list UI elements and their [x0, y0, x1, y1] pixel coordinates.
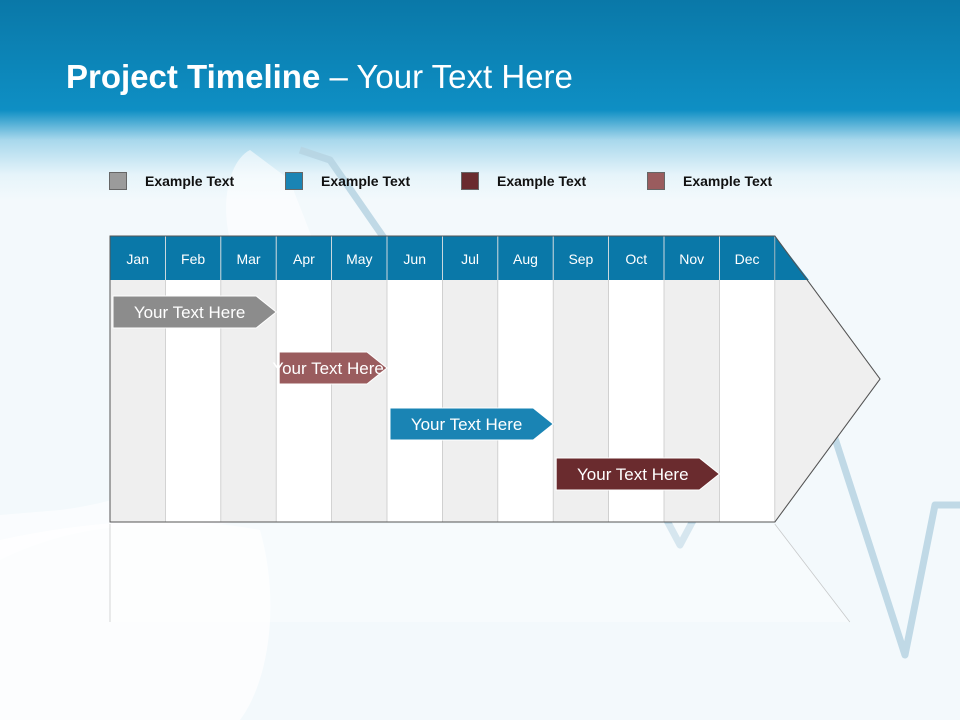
month-label: Aug — [513, 251, 538, 267]
month-header-cell — [165, 236, 221, 280]
task-label: Your Text Here — [577, 465, 689, 484]
month-header-cell — [220, 236, 277, 280]
legend-item-dark-red: Example Text — [461, 170, 586, 192]
legend-item-blue: Example Text — [285, 170, 410, 192]
timeline-outline — [109, 235, 881, 523]
timeline-reflection — [110, 524, 850, 622]
month-column — [387, 280, 443, 522]
legend-item-gray: Example Text — [109, 170, 234, 192]
month-header-cell — [553, 236, 609, 280]
month-label: Feb — [181, 251, 205, 267]
month-label: Jun — [403, 251, 426, 267]
legend-swatch-rose — [647, 172, 665, 190]
legend-label: Example Text — [145, 173, 235, 189]
month-label: Dec — [735, 251, 760, 267]
month-header-cell — [719, 236, 775, 280]
month-label: Sep — [568, 251, 593, 267]
legend-label: Example Text — [497, 173, 587, 189]
reflection-edge — [774, 523, 851, 623]
month-label: Oct — [625, 251, 647, 267]
month-label: Mar — [236, 251, 260, 267]
page-title: Project Timeline – Your Text Here — [66, 58, 573, 96]
month-label: Jul — [461, 251, 479, 267]
month-label: May — [346, 251, 372, 267]
month-label: Nov — [679, 251, 704, 267]
task-arrow — [112, 295, 278, 329]
month-column — [497, 280, 554, 522]
legend-label: Example Text — [321, 173, 411, 189]
legend-item-rose: Example Text — [647, 170, 772, 192]
task-label: Your Text Here — [411, 415, 523, 434]
task-arrow — [278, 351, 388, 385]
legend-swatch-dark-red — [461, 172, 479, 190]
month-column — [276, 280, 332, 522]
month-label: Apr — [293, 251, 315, 267]
month-label: Jan — [126, 251, 149, 267]
month-column — [719, 280, 775, 522]
header-band — [0, 0, 960, 200]
task-label: Your Text Here — [272, 359, 384, 378]
month-header-cell — [664, 236, 720, 280]
legend-swatch-blue — [285, 172, 303, 190]
legend-label: Example Text — [683, 173, 773, 189]
legend-swatch-gray — [109, 172, 127, 190]
month-header-cell — [110, 236, 166, 280]
sleeve-shape — [0, 521, 271, 720]
title-bold-part: Project Timeline — [66, 58, 321, 95]
month-header-cell — [276, 236, 332, 280]
timeline-arrow-head — [774, 236, 880, 522]
title-rest-part: – Your Text Here — [320, 58, 573, 95]
month-column — [331, 280, 387, 522]
month-header-cell — [497, 236, 554, 280]
task-arrow — [389, 407, 555, 441]
month-header-cell — [387, 236, 443, 280]
month-header-cell — [331, 236, 387, 280]
month-header-cell — [608, 236, 664, 280]
task-label: Your Text Here — [134, 303, 246, 322]
month-column — [442, 280, 498, 522]
month-header-cell — [442, 236, 498, 280]
task-arrow — [555, 457, 721, 491]
